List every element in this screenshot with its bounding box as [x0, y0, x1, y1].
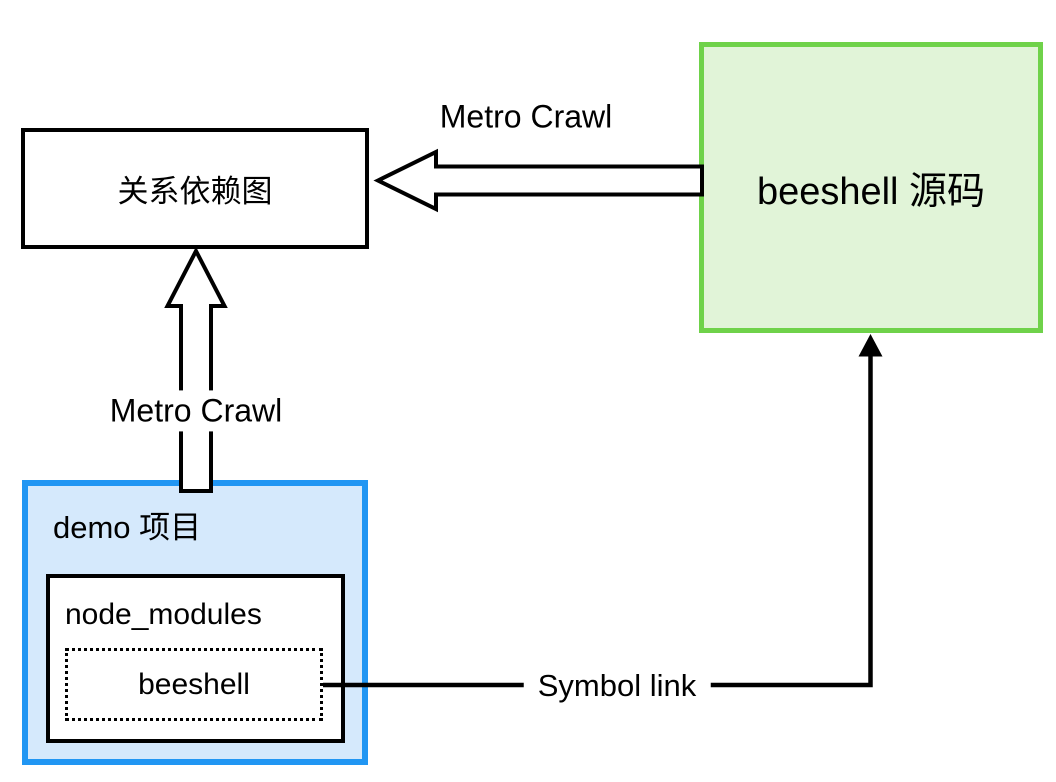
- beeshell-source-label: beeshell 源码: [756, 171, 986, 213]
- metro-crawl-top-label: Metro Crawl: [439, 98, 613, 135]
- dependency-graph-label: 关系依赖图: [117, 174, 273, 209]
- metro-crawl-vertical-arrow: [164, 246, 228, 493]
- beeshell-symlink-box: beeshell: [65, 648, 323, 721]
- metro-crawl-horizontal-arrow: [373, 148, 704, 213]
- symbol-link-arrowhead: [858, 334, 883, 357]
- dependency-graph-box: 关系依赖图: [21, 128, 369, 249]
- node-modules-box: node_modules beeshell: [46, 574, 345, 743]
- metro-crawl-left-label: Metro Crawl: [99, 390, 293, 432]
- demo-project-box: demo 项目 node_modules beeshell: [22, 480, 368, 765]
- demo-project-label: demo 项目: [53, 510, 202, 545]
- symbol-link-line: [323, 355, 873, 688]
- symbol-link-label: Symbol link: [523, 665, 711, 707]
- beeshell-source-box: beeshell 源码: [699, 42, 1043, 333]
- beeshell-symlink-label: beeshell: [138, 667, 250, 701]
- node-modules-label: node_modules: [65, 598, 262, 631]
